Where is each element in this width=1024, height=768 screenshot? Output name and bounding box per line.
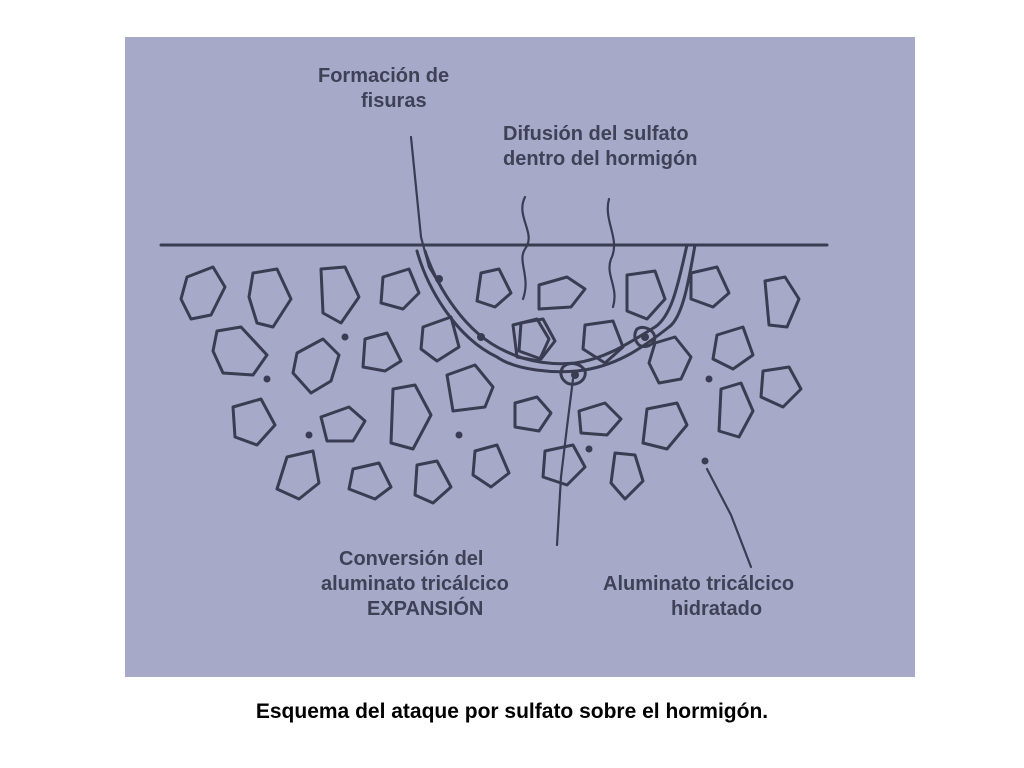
diagram-drawing [159, 135, 829, 569]
label-difusion-sulfato: Difusión del sulfato dentro del hormigón [503, 123, 698, 170]
affected-stones [511, 317, 657, 386]
label-formacion-fisuras: Formación de fisuras [318, 65, 450, 112]
figure-caption: Esquema del ataque por sulfato sobre el … [255, 700, 769, 723]
label-aluminato-hidratado: Aluminato tricálcico hidratado [603, 573, 795, 620]
sulfate-attack-diagram: Formación de fisuras Difusión del sulfat… [125, 37, 915, 677]
leader-lines [409, 135, 753, 569]
aluminate-dots [263, 275, 713, 465]
leader-difusion-2 [606, 197, 616, 309]
leader-difusion-1 [521, 195, 530, 301]
leader-conversion [555, 377, 575, 547]
leader-fisuras [409, 135, 443, 289]
label-conversion-aluminato: Conversión del aluminato tricálcico EXPA… [321, 548, 509, 620]
aggregate-stones [179, 265, 803, 505]
leader-aluminato [705, 467, 753, 569]
